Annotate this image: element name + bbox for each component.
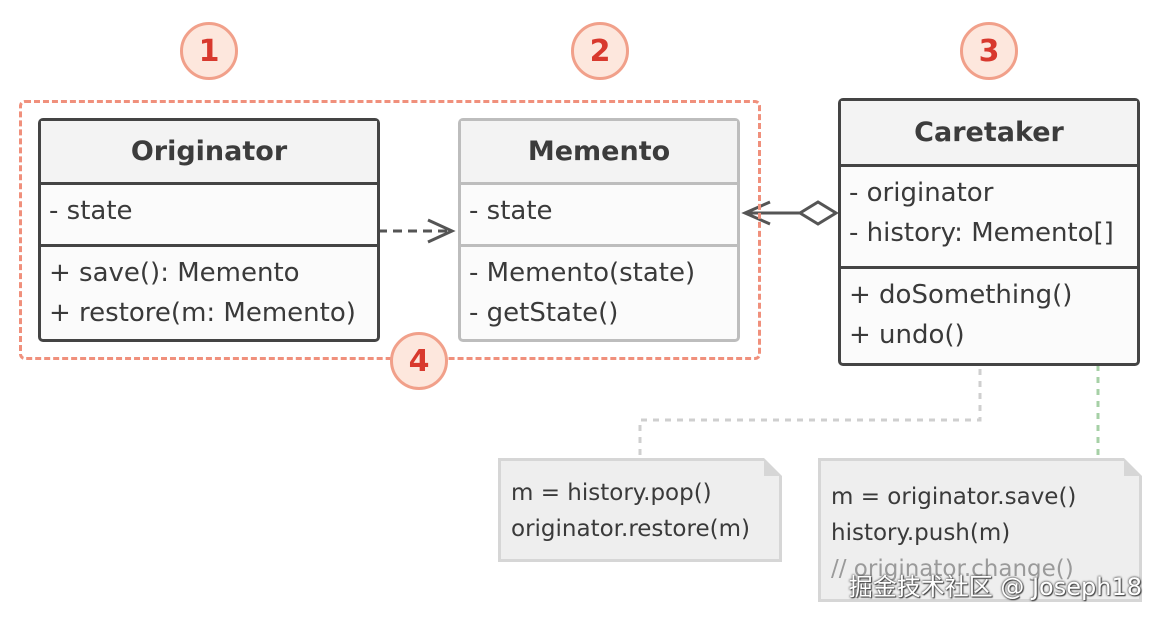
originator-methods: + save(): Memento + restore(m: Memento) <box>41 247 377 339</box>
memento-field-state: - state <box>469 196 553 226</box>
aggregation-arrowhead <box>741 200 771 226</box>
memento-methods: - Memento(state) - getState() <box>461 247 737 339</box>
caretaker-fields: - originator - history: Memento[] <box>841 167 1137 269</box>
undo-note-line-2: originator.restore(m) <box>511 516 750 542</box>
dosomething-note-line-1: m = originator.save() <box>831 484 1077 510</box>
memento-fields: - state <box>461 185 737 247</box>
caretaker-method-dosomething: + doSomething() <box>849 280 1073 310</box>
dosomething-note-line-2: history.push(m) <box>831 520 1011 546</box>
caretaker-title: Caretaker <box>841 101 1137 167</box>
caretaker-field-history: - history: Memento[] <box>849 218 1114 248</box>
note-fold-corner <box>764 458 782 476</box>
watermark: 掘金技术社区 @ Joseph18 <box>848 573 1142 601</box>
undo-note: m = history.pop() originator.restore(m) <box>498 458 782 562</box>
caretaker-class: Caretaker - originator - history: Mement… <box>838 98 1140 366</box>
memento-method-getstate: - getState() <box>469 298 619 328</box>
memento-class: Memento - state - Memento(state) - getSt… <box>458 118 740 342</box>
memento-title: Memento <box>461 121 737 185</box>
dependency-arrowhead <box>427 218 456 244</box>
undo-note-line-1: m = history.pop() <box>511 480 712 506</box>
originator-field-state: - state <box>49 196 133 226</box>
originator-title: Originator <box>41 121 377 185</box>
badge-1: 1 <box>180 22 238 80</box>
dosomething-note: m = originator.save() history.push(m) //… <box>818 458 1142 602</box>
originator-method-save: + save(): Memento <box>49 258 300 288</box>
aggregation-diamond <box>797 200 839 226</box>
badge-4: 4 <box>390 332 448 390</box>
originator-method-restore: + restore(m: Memento) <box>49 298 356 328</box>
undo-note-link <box>638 345 982 458</box>
caretaker-field-originator: - originator <box>849 178 994 208</box>
note-fold-corner <box>1124 458 1142 476</box>
caretaker-methods: + doSomething() + undo() <box>841 269 1137 363</box>
caretaker-method-undo: + undo() <box>849 320 965 350</box>
dosomething-note-line-3: // originator.change() <box>831 556 1074 582</box>
originator-class: Originator - state + save(): Memento + r… <box>38 118 380 342</box>
badge-2: 2 <box>571 22 629 80</box>
memento-method-constructor: - Memento(state) <box>469 258 696 288</box>
originator-fields: - state <box>41 185 377 247</box>
badge-3: 3 <box>960 22 1018 80</box>
